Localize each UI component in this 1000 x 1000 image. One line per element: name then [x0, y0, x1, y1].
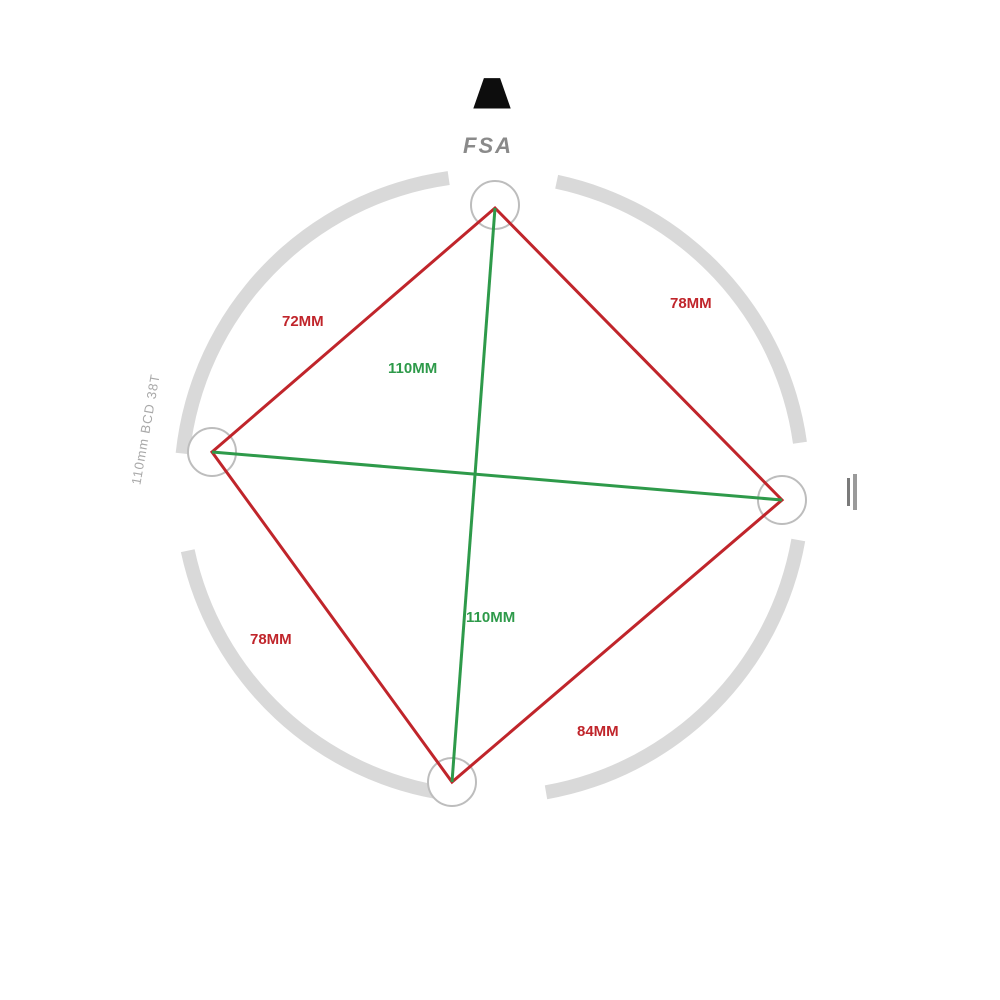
- brand-logo: FSA: [463, 133, 513, 158]
- window-bevels: [175, 171, 807, 801]
- window-top-left-bevel: [175, 171, 450, 455]
- diagonal-vertical-line: [450, 207, 497, 783]
- label-side-top-right: 78MM: [670, 295, 712, 312]
- window-bottom-left-bevel: [180, 549, 450, 801]
- measurement-overlay: 72MM 78MM 78MM 84MM 110MM 110MM: [209, 205, 785, 785]
- label-diagonal-horizontal: 110MM: [466, 609, 515, 626]
- label-side-bottom-right: 84MM: [577, 723, 619, 740]
- ring-engraving: 110mm BCD 38T: [128, 373, 162, 486]
- label-side-bottom-left: 78MM: [250, 631, 292, 648]
- chainring: FSA 110mm BCD 38T: [128, 78, 857, 807]
- label-side-top-left: 72MM: [282, 313, 324, 330]
- maker-mark-icon: [847, 474, 857, 510]
- diagonal-horizontal-line: [211, 450, 783, 502]
- label-diagonal-vertical: 110MM: [388, 360, 437, 377]
- chainring-teeth: [473, 78, 511, 109]
